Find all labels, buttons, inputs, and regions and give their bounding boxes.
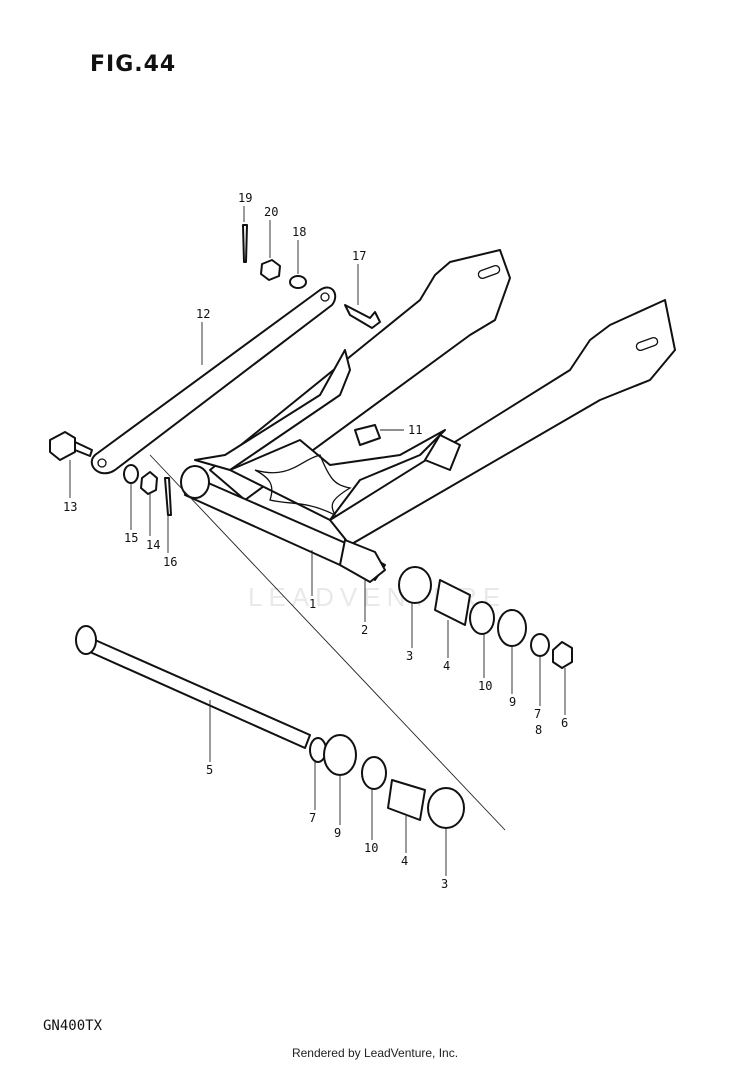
callout-15: 15 [124,531,138,545]
callout-16: 16 [163,555,177,569]
leader-lines [69,206,566,876]
callout-3b: 3 [441,877,448,891]
callout-10: 10 [478,679,492,693]
callout-7: 7 [534,707,541,721]
callout-4b: 4 [401,854,408,868]
callout-7b: 7 [309,811,316,825]
callout-12: 12 [196,307,210,321]
footer-credit: Rendered by LeadVenture, Inc. [291,1046,459,1060]
callout-20: 20 [264,205,278,219]
callout-8: 8 [535,723,542,737]
callout-3: 3 [406,649,413,663]
callout-11: 11 [408,423,422,437]
callout-13: 13 [63,500,77,514]
callout-9: 9 [509,695,516,709]
callout-4: 4 [443,659,450,673]
callout-6: 6 [561,716,568,730]
callout-labels: 19 20 18 17 12 11 13 15 14 16 1 2 3 4 10… [63,191,568,891]
callout-19: 19 [238,191,252,205]
callout-14: 14 [146,538,160,552]
callout-17: 17 [352,249,366,263]
callout-5: 5 [206,763,213,777]
callout-18: 18 [292,225,306,239]
model-code: GN400TX [43,1018,103,1034]
callout-9b: 9 [334,826,341,840]
torque-link [90,286,337,475]
swingarm-frame [180,249,676,581]
figure-label: FIG.44 [90,52,177,77]
hardware-parts [49,224,573,829]
callout-10b: 10 [364,841,378,855]
callout-2: 2 [361,623,368,637]
callout-1: 1 [309,597,316,611]
